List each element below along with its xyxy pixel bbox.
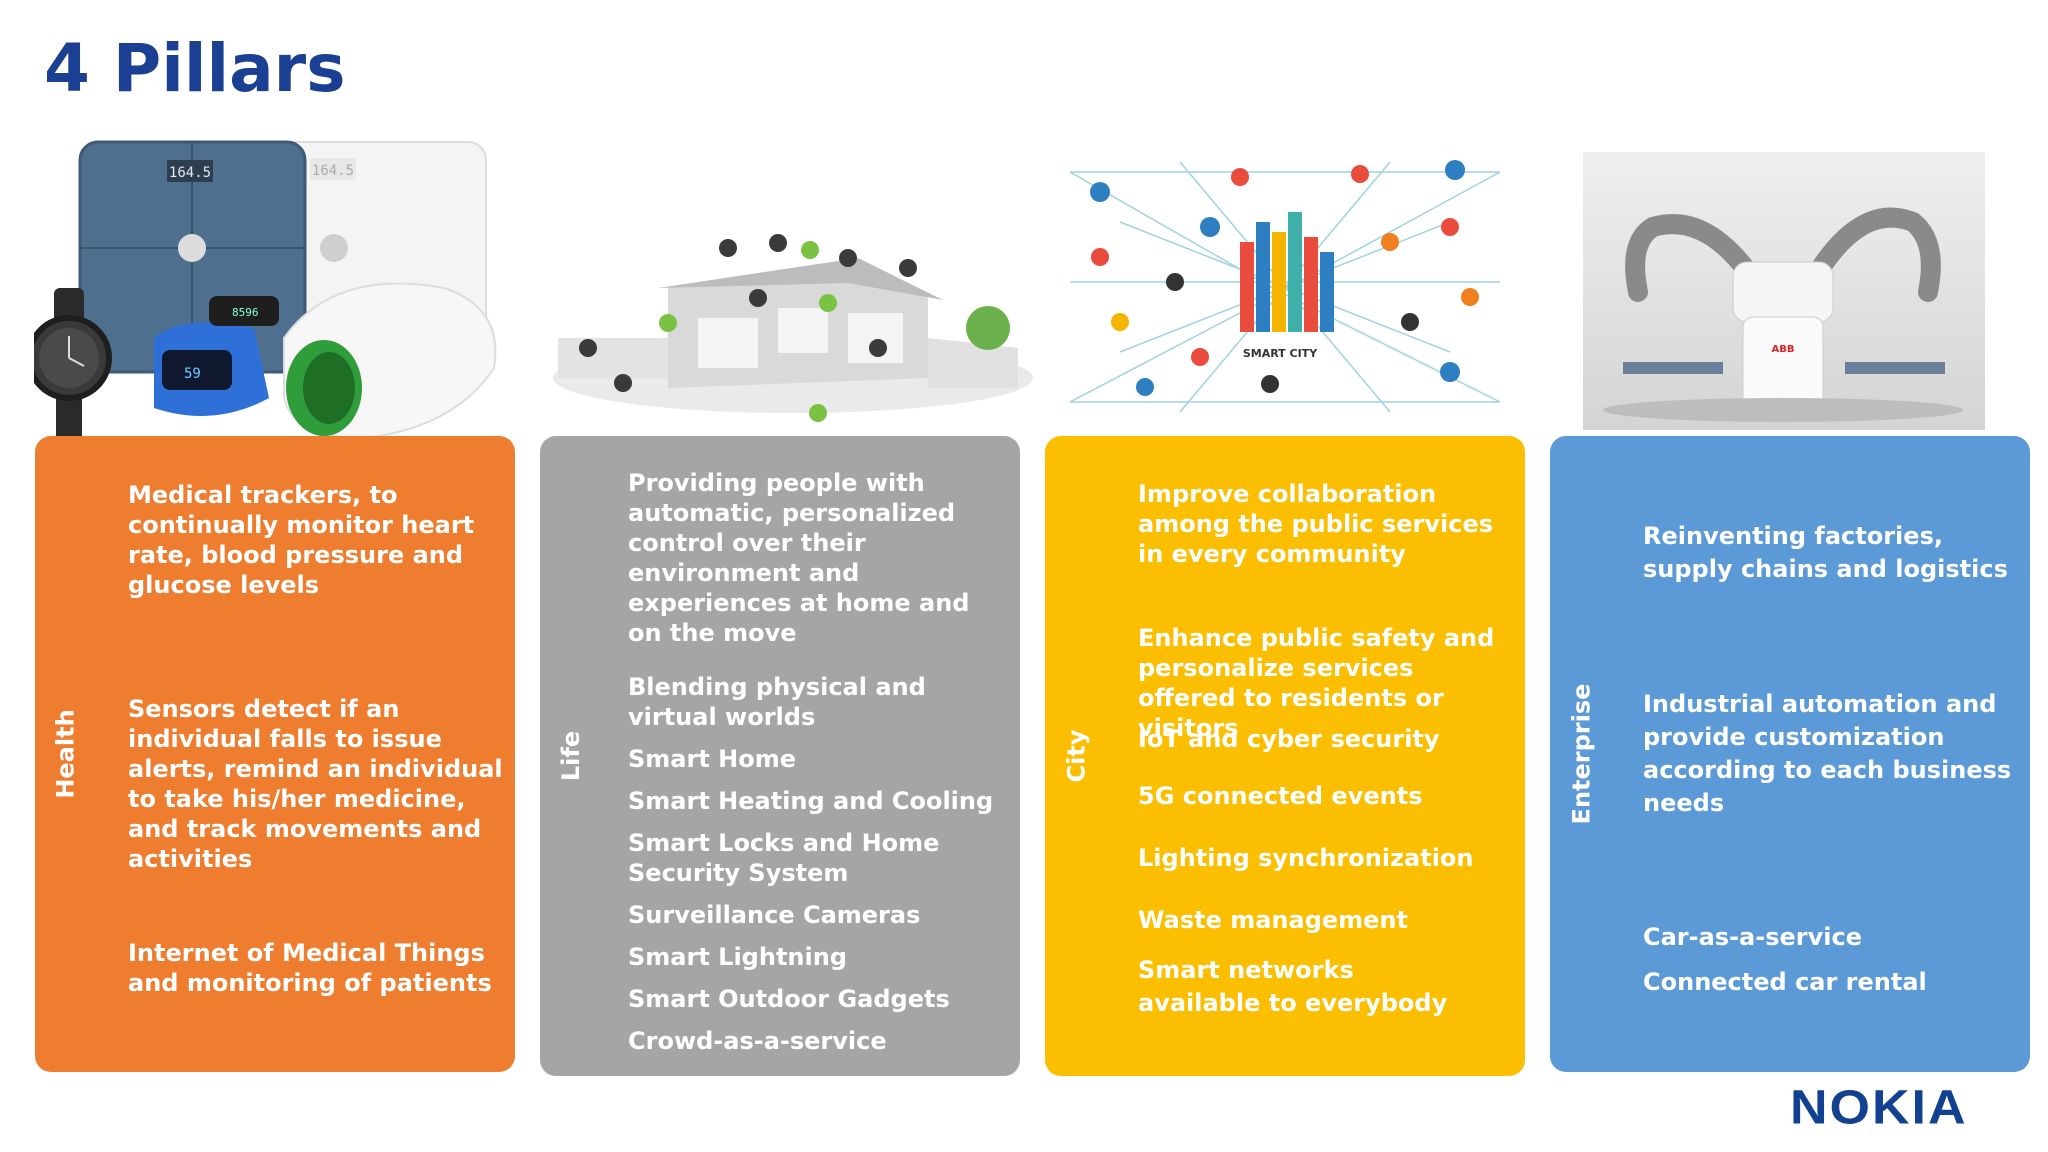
city-side-label: City xyxy=(1062,729,1090,783)
city-item: Improve collaboration among the public s… xyxy=(1138,480,1494,568)
life-item: Surveillance Cameras xyxy=(628,901,921,929)
smart-city-image: SMART CITY xyxy=(1060,152,1510,422)
enterprise-item: Reinventing factories, supply chains and… xyxy=(1643,522,2008,583)
city-panel: City Improve collaboration among the pub… xyxy=(1045,436,1525,1076)
life-item: Smart Home xyxy=(628,745,797,773)
tracker-readout: 8596 xyxy=(232,306,259,319)
enterprise-side-label: Enterprise xyxy=(1567,683,1595,825)
enterprise-item: Connected car rental xyxy=(1643,968,1927,996)
health-devices-image: 164.5 164.5 59 8596 xyxy=(26,138,524,448)
health-item: Sensors detect if an individual falls to… xyxy=(128,695,503,873)
band-readout: 59 xyxy=(184,366,201,382)
life-item: Smart Heating and Cooling xyxy=(628,787,994,815)
smart-city-label: SMART CITY xyxy=(1243,347,1318,360)
enterprise-item: Car-as-a-service xyxy=(1643,923,1862,951)
city-item: 5G connected events xyxy=(1138,782,1423,810)
city-item: Enhance public safety and personalize se… xyxy=(1138,624,1495,742)
life-item: Smart Lightning xyxy=(628,943,847,971)
smart-home-image xyxy=(548,228,1038,426)
life-item: Crowd-as-a-service xyxy=(628,1027,887,1055)
health-item: Internet of Medical Things and monitorin… xyxy=(128,939,492,997)
life-item: Smart Locks and Home Security System xyxy=(628,829,940,887)
enterprise-item: Industrial automation and provide custom… xyxy=(1643,690,2012,817)
health-side-label: Health xyxy=(52,709,80,799)
health-panel: Health Medical trackers, to continually … xyxy=(35,436,515,1072)
life-item: Blending physical and virtual worlds xyxy=(628,673,926,731)
life-item: Providing people with automatic, persona… xyxy=(628,469,970,647)
city-item: Lighting synchronization xyxy=(1138,844,1474,872)
nokia-logo: NOKIA xyxy=(1790,1081,1968,1135)
blue-scale-readout: 164.5 xyxy=(169,165,211,181)
enterprise-panel: Enterprise Reinventing factories, supply… xyxy=(1550,436,2030,1072)
white-scale-readout: 164.5 xyxy=(312,163,354,179)
city-item: Smart networks available to everybody xyxy=(1138,956,1448,1017)
life-panel: Life Providing people with automatic, pe… xyxy=(540,436,1020,1076)
industrial-robot-image: ABB xyxy=(1583,152,1985,430)
city-item: IoT and cyber security xyxy=(1138,725,1440,753)
life-side-label: Life xyxy=(557,730,585,782)
robot-brand-mark: ABB xyxy=(1772,344,1795,355)
city-item: Waste management xyxy=(1138,906,1408,934)
page-title: 4 Pillars xyxy=(44,30,346,107)
life-item: Smart Outdoor Gadgets xyxy=(628,985,950,1013)
health-item: Medical trackers, to continually monitor… xyxy=(128,481,475,599)
